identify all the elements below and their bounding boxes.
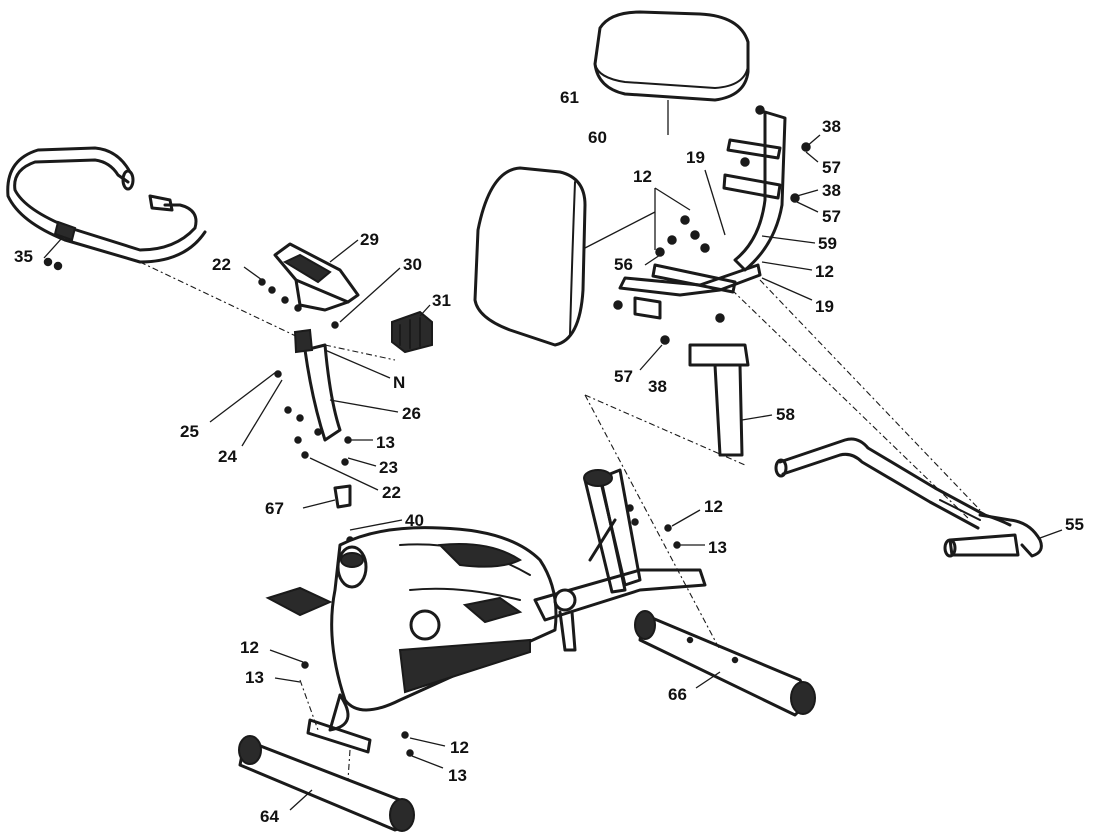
callout-30: 30 — [403, 255, 422, 274]
callout-57-bottom: 57 — [614, 367, 633, 386]
callout-12-seat: 12 — [633, 167, 652, 186]
callout-22-bottom: 22 — [382, 483, 401, 502]
console — [243, 239, 401, 329]
callout-56: 56 — [614, 255, 633, 274]
callout-57-top: 57 — [822, 158, 841, 177]
rear-stabilizer — [634, 610, 816, 717]
callout-19-bottom: 19 — [815, 297, 834, 316]
callout-12-left: 12 — [240, 638, 259, 657]
callout-64: 64 — [260, 807, 279, 826]
callout-38-bottom: 38 — [648, 377, 667, 396]
main-frame — [265, 468, 707, 732]
callout-58: 58 — [776, 405, 795, 424]
callout-12-lower: 12 — [450, 738, 469, 757]
callout-25: 25 — [180, 422, 199, 441]
callout-13-lower: 13 — [448, 766, 467, 785]
callout-26: 26 — [402, 404, 421, 423]
seat-cushion — [593, 10, 750, 135]
callout-labels: 61 60 19 12 38 57 38 57 59 12 19 56 57 3… — [14, 88, 1084, 826]
backrest-pad — [473, 166, 656, 347]
assembly-lines — [139, 261, 981, 651]
callout-23: 23 — [379, 458, 398, 477]
seat-frame-assembly — [618, 110, 816, 457]
callout-59: 59 — [818, 234, 837, 253]
rear-handlebar — [774, 437, 1063, 558]
callout-38-middle: 38 — [822, 181, 841, 200]
front-handlebar — [6, 146, 207, 271]
callout-22-top: 22 — [212, 255, 231, 274]
callout-29: 29 — [360, 230, 379, 249]
callout-66: 66 — [668, 685, 687, 704]
callout-38-top: 38 — [822, 117, 841, 136]
seat-hardware — [613, 105, 821, 371]
callout-12-frame: 12 — [704, 497, 723, 516]
callout-57-middle: 57 — [822, 207, 841, 226]
handlebar-post — [209, 328, 399, 491]
callout-55: 55 — [1065, 515, 1084, 534]
callout-40: 40 — [405, 511, 424, 530]
callout-24: 24 — [218, 447, 237, 466]
callout-61: 61 — [560, 88, 579, 107]
callout-13-frame: 13 — [708, 538, 727, 557]
callout-13-post: 13 — [376, 433, 395, 452]
callout-N: N — [393, 373, 405, 392]
callout-13-left: 13 — [245, 668, 264, 687]
callout-60: 60 — [588, 128, 607, 147]
callout-19-top: 19 — [686, 148, 705, 167]
callout-31: 31 — [432, 291, 451, 310]
callout-67: 67 — [265, 499, 284, 518]
handlebar-clamp — [391, 304, 433, 354]
callout-12-right: 12 — [815, 262, 834, 281]
front-stabilizer — [238, 649, 446, 832]
callout-35: 35 — [14, 247, 33, 266]
